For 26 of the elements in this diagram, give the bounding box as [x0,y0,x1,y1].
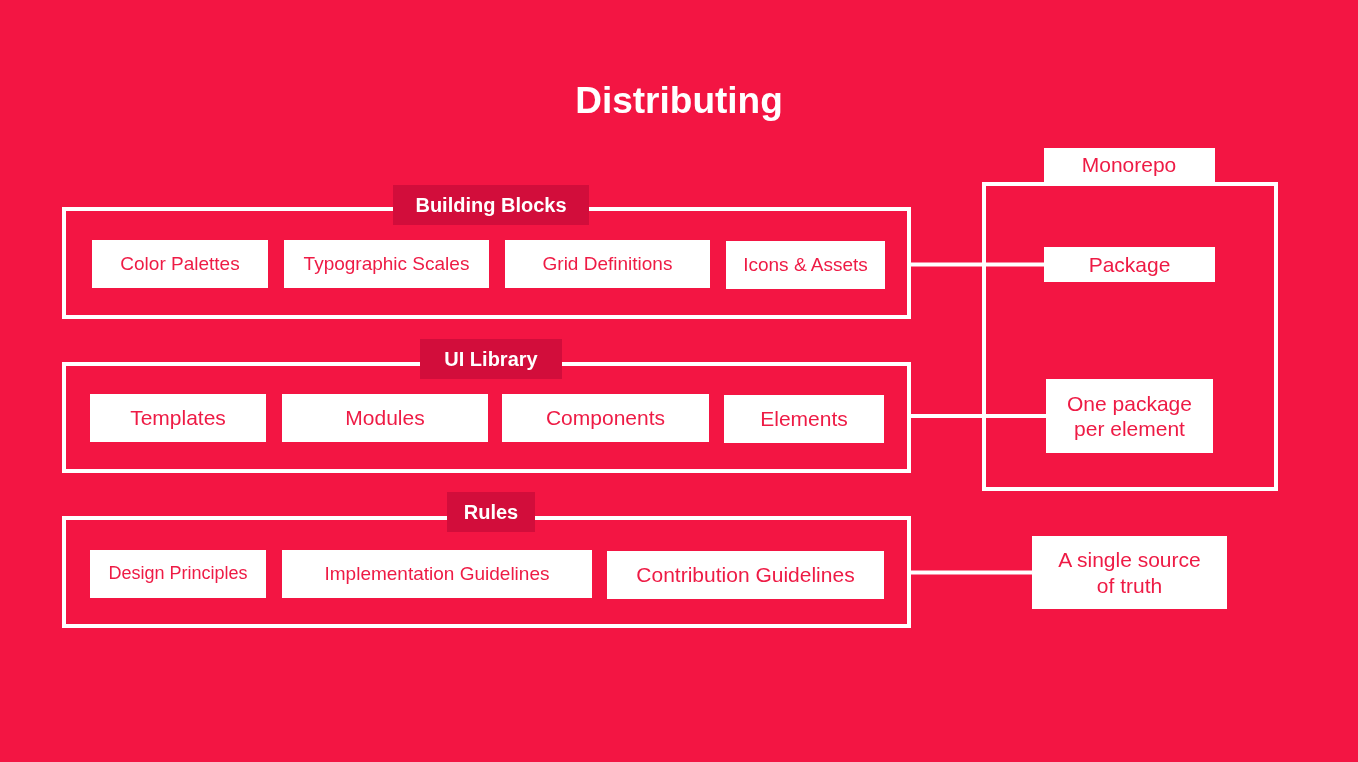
group-heading: Rules [447,492,535,532]
item-card: Elements [724,395,884,443]
item-card: Templates [90,394,266,442]
item-card: Implementation Guidelines [282,550,592,598]
item-card: Modules [282,394,488,442]
tabbed-frame [982,148,1278,491]
item-card: Design Principles [90,550,266,598]
item-card: Color Palettes [92,240,268,288]
group-frame [62,185,911,319]
connector-line [911,570,1032,575]
item-card: Components [502,394,709,442]
diagram-title: Distributing [575,80,783,122]
group-heading: Monorepo [1081,152,1177,178]
item-card: Package [1044,247,1215,282]
item-card: Typographic Scales [284,240,489,288]
item-card: Icons & Assets [726,241,885,289]
group-heading: UI Library [420,339,562,379]
group-frame [62,339,911,473]
item-card: One package per element [1046,379,1213,453]
group-frame [62,492,911,628]
item-card: Grid Definitions [505,240,710,288]
item-card: A single source of truth [1032,536,1227,609]
connector-line [911,414,1046,418]
connector-line [911,262,1044,267]
group-heading: Building Blocks [393,185,589,225]
item-card: Contribution Guidelines [607,551,884,599]
